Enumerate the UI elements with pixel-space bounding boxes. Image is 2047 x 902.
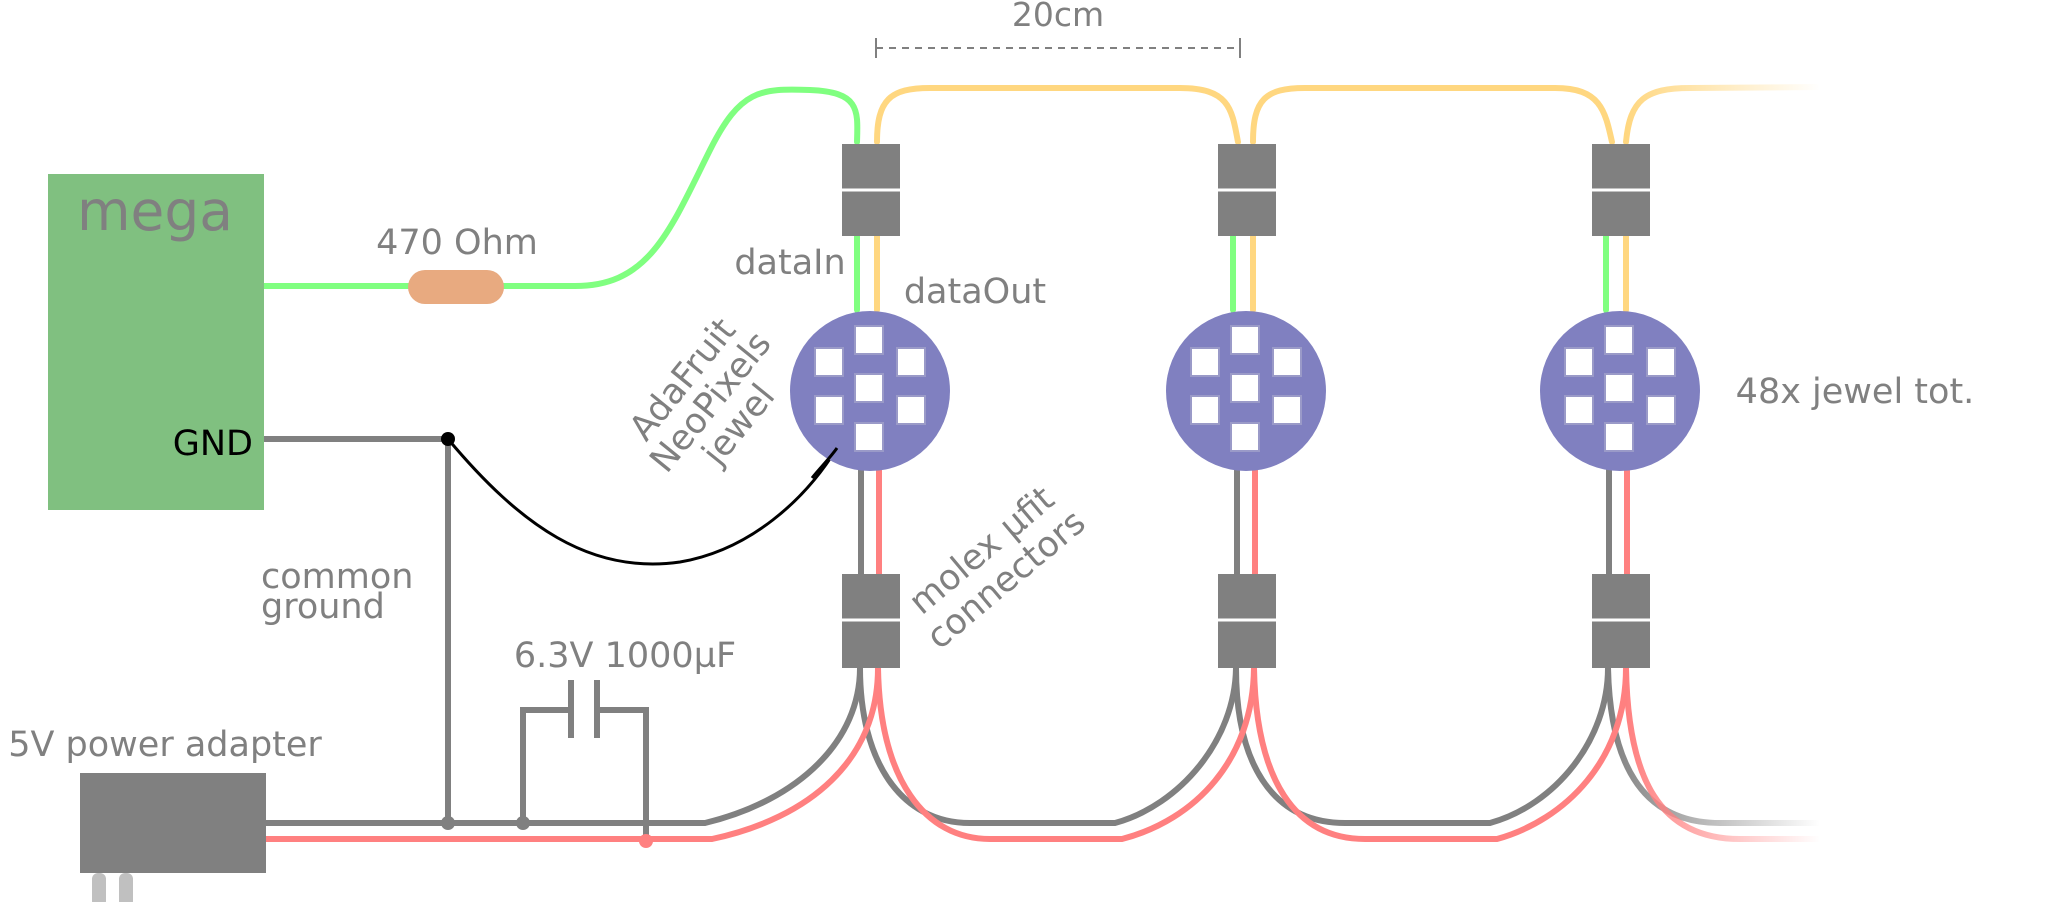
total-jewels-label: 48x jewel tot. <box>1736 372 1975 412</box>
arduino-mega-board-icon: mega GND <box>48 174 264 510</box>
common-ground-label-line1: common <box>261 557 413 597</box>
neopixel-jewel-icon <box>790 311 950 471</box>
power-bus-4 <box>1623 665 1823 842</box>
ground-bus-4 <box>1605 665 1823 826</box>
neopixel-jewel-icon <box>1540 311 1700 471</box>
power-wires <box>259 436 1823 842</box>
data-in-label: dataIn <box>734 243 845 283</box>
gnd-pin-label: GND <box>173 424 253 464</box>
data-out-wire-2 <box>1250 85 1615 145</box>
resistor-icon <box>408 270 504 304</box>
ground-bus-2 <box>857 665 1239 826</box>
capacitor-lead-gnd <box>520 707 571 826</box>
data-wires <box>259 84 1823 313</box>
power-bus-2 <box>875 665 1257 842</box>
capacitor-label: 6.3V 1000µF <box>514 636 736 676</box>
capacitor-icon <box>568 680 600 738</box>
ground-bus-3 <box>1233 665 1611 826</box>
capacitor-lead-vcc <box>597 707 649 842</box>
board-label: mega <box>77 179 233 243</box>
jewel-label: AdaFruit NeoPixels jewel <box>622 311 783 480</box>
common-ground-label-line2: ground <box>261 587 385 627</box>
data-out-wire-1 <box>874 85 1241 145</box>
data-out-wire-3 <box>1623 84 1823 145</box>
jewel-ground-wire <box>446 438 839 566</box>
spacing-dimension: 20cm <box>875 0 1241 58</box>
connectors-label: molex µfit connectors <box>902 479 1094 658</box>
power-bus-1 <box>263 665 881 842</box>
neopixel-jewel-icon <box>1166 311 1326 471</box>
data-in-wire-main <box>259 86 861 289</box>
power-adapter-label: 5V power adapter <box>8 725 322 765</box>
power-bus-3 <box>1251 665 1629 842</box>
spacing-label: 20cm <box>1012 0 1104 34</box>
jewel-ground-wire-end <box>810 447 839 479</box>
data-out-label: dataOut <box>904 272 1046 312</box>
ground-bus-1 <box>263 665 863 826</box>
power-adapter-icon <box>80 773 266 902</box>
resistor-label: 470 Ohm <box>376 223 538 263</box>
